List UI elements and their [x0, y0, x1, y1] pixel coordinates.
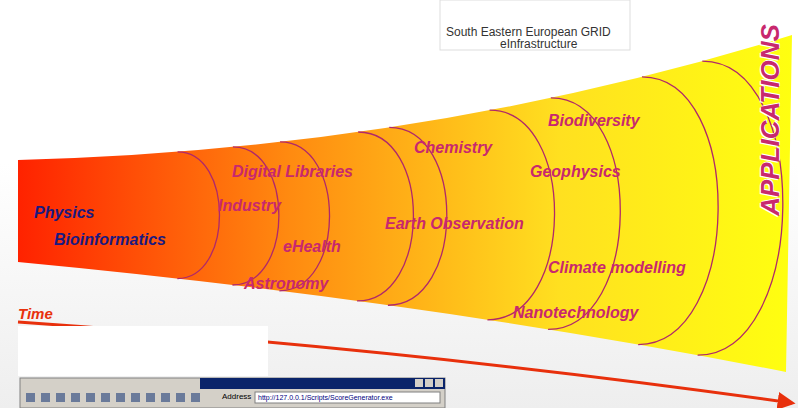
toolbar-icon [116, 393, 125, 402]
application-label: Digital Libraries [232, 164, 353, 180]
application-label: Earth Observation [385, 216, 524, 232]
band-arc [548, 98, 620, 330]
application-label: Bioinformatics [54, 232, 166, 248]
band-arcs [177, 61, 782, 355]
application-label: Climate modelling [548, 260, 686, 276]
blank-panel [18, 326, 268, 376]
toolbar-icon [161, 393, 170, 402]
application-label: Industry [218, 198, 281, 214]
toolbar-icon [86, 393, 95, 402]
toolbar-icon [71, 393, 80, 402]
application-label: Physics [34, 205, 94, 221]
application-label: Astronomy [244, 276, 328, 292]
logo-text: eInfrastructure [500, 38, 577, 50]
toolbar-icon [131, 393, 140, 402]
screenshot-window [20, 378, 445, 408]
application-label: Nanotechnology [513, 305, 638, 321]
application-label: Geophysics [530, 164, 621, 180]
logo-text: South Eastern European GRID [446, 26, 611, 38]
toolbar-icon [191, 393, 200, 402]
toolbar-icon [26, 393, 35, 402]
logo-text: http://127.0.0.1/Scripts/ScoreGenerator.… [258, 394, 393, 401]
toolbar-icon [146, 393, 155, 402]
application-label: Chemistry [414, 140, 492, 156]
toolbar-icon [176, 393, 185, 402]
application-label: Biodiversity [548, 113, 640, 129]
application-label: eHealth [283, 239, 341, 255]
band-arc [638, 77, 718, 345]
logo-text: Address [222, 393, 251, 401]
toolbar-icon [56, 393, 65, 402]
axis-label: Time [18, 306, 53, 321]
toolbar-icon [41, 393, 50, 402]
logo-panel [440, 0, 630, 50]
toolbar-icon [101, 393, 110, 402]
vertical-heading: APPLICATIONS [757, 24, 783, 216]
band-arc [177, 152, 219, 279]
funnel-shape [18, 35, 792, 372]
